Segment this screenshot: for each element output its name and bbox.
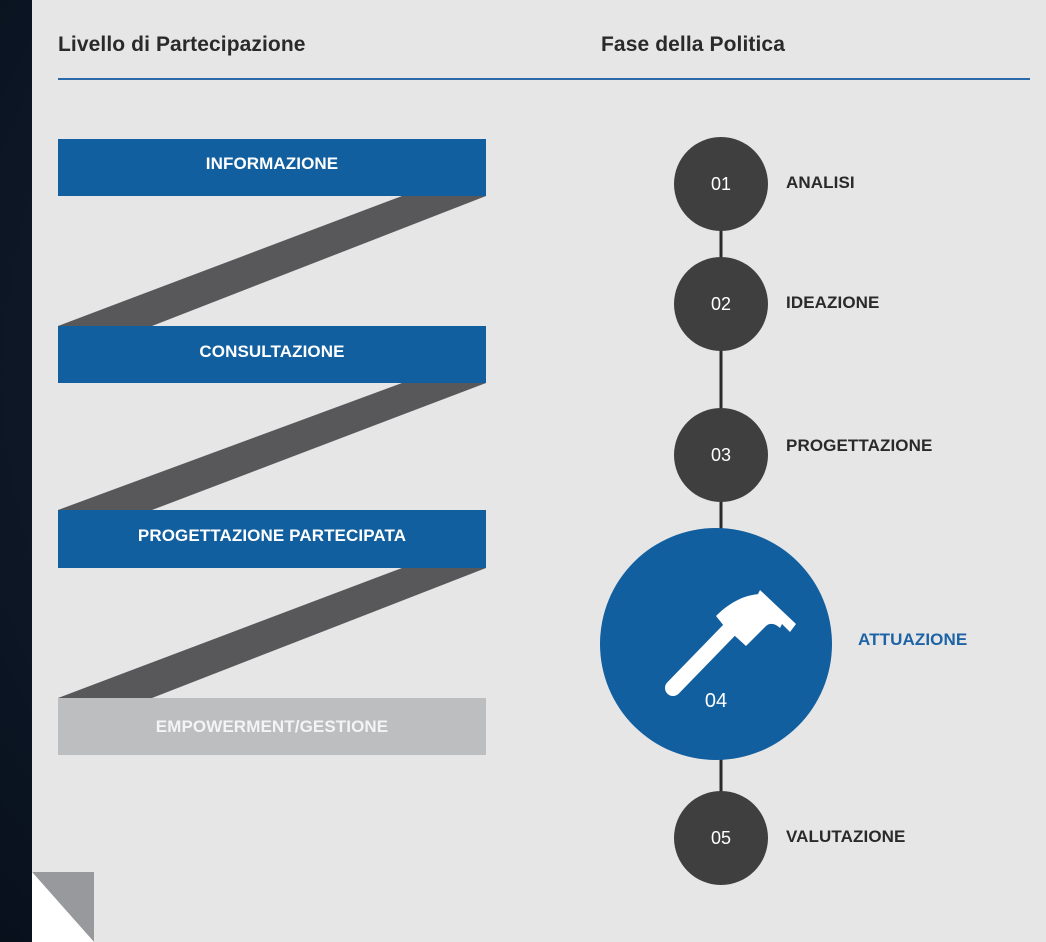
- participation-level-heading: Livello di Partecipazione: [58, 33, 306, 56]
- phase-label-analisi: ANALISI: [786, 173, 855, 192]
- zigzag-segment-2: [58, 383, 486, 510]
- header-divider: [58, 78, 1030, 80]
- phase-node-04-active: 04: [600, 528, 832, 760]
- phase-label-progettazione: PROGETTAZIONE: [786, 436, 933, 455]
- timeline-line: [719, 200, 723, 820]
- zigzag-segment-1: [58, 196, 486, 326]
- phase-number: 02: [710, 293, 732, 314]
- level-band-informazione: INFORMAZIONE: [58, 139, 486, 196]
- phase-number: 04: [704, 690, 728, 712]
- phase-number: 05: [710, 827, 732, 848]
- level-label: INFORMAZIONE: [205, 153, 339, 173]
- hammer-icon: [665, 590, 796, 696]
- level-band-empowerment: EMPOWERMENT/GESTIONE: [58, 698, 486, 755]
- diagram-panel: Livello di Partecipazione Fase della Pol…: [32, 0, 1046, 942]
- page-curl-corner: [32, 872, 94, 942]
- policy-phase-heading: Fase della Politica: [601, 33, 785, 56]
- phase-label-ideazione: IDEAZIONE: [786, 293, 880, 312]
- level-band-progettazione-partecipata: PROGETTAZIONE PARTECIPATA: [58, 510, 486, 568]
- level-band-consultazione: CONSULTAZIONE: [58, 326, 486, 383]
- phase-number: 03: [710, 444, 732, 465]
- phase-label-attuazione: ATTUAZIONE: [858, 630, 968, 649]
- level-label: EMPOWERMENT/GESTIONE: [155, 716, 389, 736]
- phase-number: 01: [710, 173, 732, 194]
- phase-node-05: 05: [674, 791, 768, 885]
- phase-node-03: 03: [674, 408, 768, 502]
- zigzag-connector: [58, 196, 486, 698]
- zigzag-segment-3: [58, 568, 486, 698]
- level-label: PROGETTAZIONE PARTECIPATA: [137, 526, 407, 545]
- phase-node-01: 01: [674, 137, 768, 231]
- phase-label-valutazione: VALUTAZIONE: [786, 827, 906, 846]
- level-label: CONSULTAZIONE: [199, 341, 345, 361]
- phase-node-02: 02: [674, 257, 768, 351]
